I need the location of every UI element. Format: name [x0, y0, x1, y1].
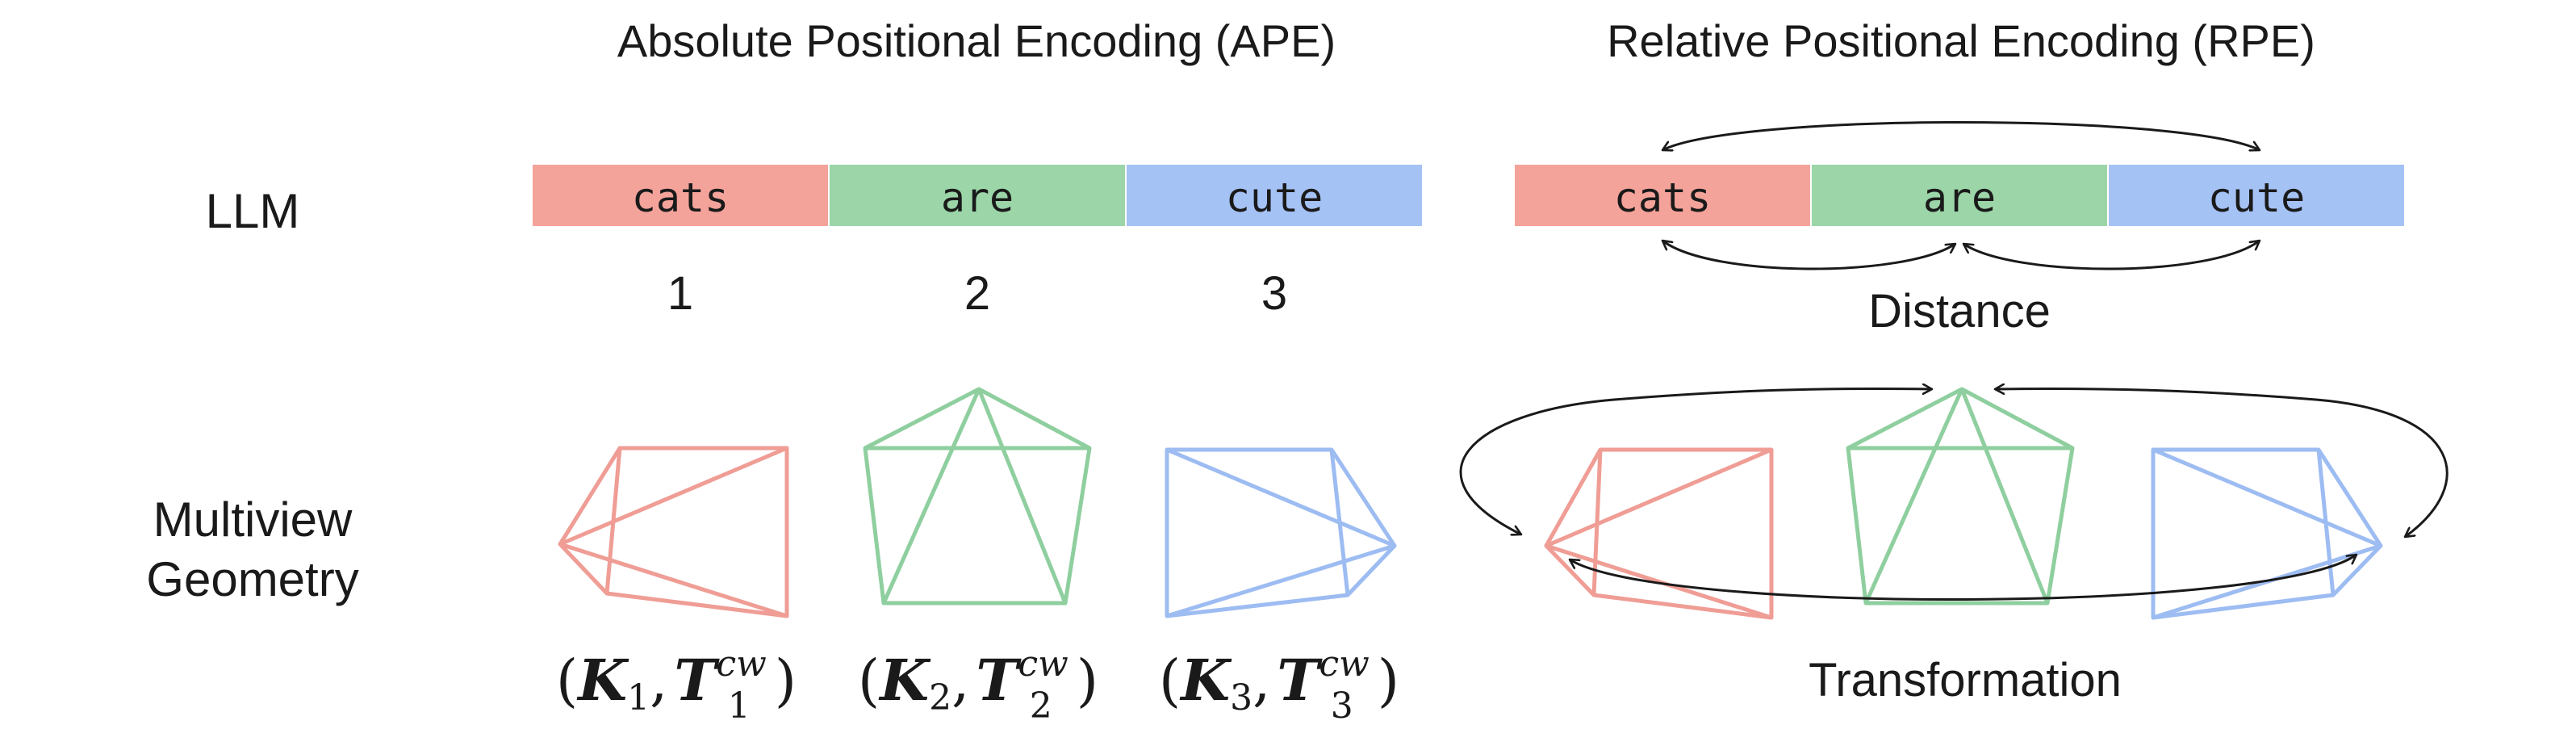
params-1-k: K	[576, 647, 629, 714]
params-1-k-sub: 1	[627, 677, 650, 719]
ape-token-cute-box	[1127, 165, 1422, 226]
params-1-t-sup: cw	[716, 643, 766, 685]
llm-row-label: LLM	[206, 184, 300, 238]
transform-arrow-cam1-cam2	[1459, 388, 1932, 534]
params-2-k: K	[878, 647, 931, 714]
ape-token-are-box	[830, 165, 1125, 226]
geometry-row-label-line2: Geometry	[146, 552, 358, 606]
rpe-camera-2-icon	[1846, 387, 2075, 606]
ape-token-cats: cats	[632, 174, 729, 221]
rpe-camera-3-icon	[2151, 447, 2383, 620]
ape-token-cats-box	[533, 165, 828, 226]
distance-label: Distance	[1868, 285, 2051, 337]
rpe-token-are-box	[1812, 165, 2107, 226]
params-2-k-sub: 2	[929, 677, 951, 719]
params-3-comma: ,	[1252, 648, 1270, 714]
ape-title: Absolute Positional Encoding (APE)	[617, 15, 1336, 66]
params-3-k: K	[1179, 647, 1232, 714]
params-1-close: )	[775, 648, 797, 714]
params-3-t-sup: cw	[1319, 643, 1369, 685]
params-1-t-sub: 1	[728, 685, 751, 727]
params-2-t-sup: cw	[1018, 643, 1068, 685]
distance-arrow-cats-are	[1662, 241, 1955, 270]
params-2-t-sub: 2	[1030, 685, 1052, 727]
params-3-t-sub: 3	[1331, 685, 1353, 727]
rpe-token-cute: cute	[2208, 174, 2305, 221]
ape-camera-1-icon	[558, 446, 789, 618]
rpe-token-cute-box	[2109, 165, 2404, 226]
position-index-3: 3	[1261, 267, 1287, 320]
geometry-row-label-line1: Multiview	[153, 492, 353, 547]
params-2-comma: ,	[951, 648, 969, 714]
rpe-token-cats: cats	[1614, 174, 1711, 221]
distance-arrow-cats-cute-top	[1662, 121, 2260, 151]
distance-arrow-are-cute	[1963, 241, 2260, 270]
params-2-t: T	[976, 647, 1022, 714]
params-1-comma: ,	[650, 648, 667, 714]
transform-arrow-cam1-cam3	[1570, 555, 2356, 601]
ape-token-cute: cute	[1226, 174, 1323, 221]
ape-camera-3-icon	[1165, 447, 1397, 618]
transformation-label: Transformation	[1809, 654, 2122, 706]
ape-token-bar: cats are cute	[533, 165, 1422, 226]
params-1-open: (	[556, 648, 578, 714]
rpe-token-are: are	[1923, 174, 1996, 221]
params-3-t: T	[1277, 647, 1323, 714]
position-index-2: 2	[964, 267, 990, 320]
position-index-1: 1	[667, 267, 693, 320]
params-3-open: (	[1159, 648, 1181, 714]
params-2-close: )	[1077, 648, 1098, 714]
params-2-open: (	[858, 648, 880, 714]
transform-arrow-cam2-cam3	[1995, 388, 2448, 537]
rpe-title: Relative Positional Encoding (RPE)	[1607, 15, 2315, 66]
ape-token-are: are	[941, 174, 1014, 221]
ape-camera-2-icon	[863, 387, 1092, 606]
params-3-k-sub: 3	[1230, 677, 1252, 719]
params-1-t: T	[674, 647, 720, 714]
rpe-token-cats-box	[1515, 165, 1810, 226]
rpe-token-bar: cats are cute	[1515, 165, 2404, 226]
params-3-close: )	[1378, 648, 1399, 714]
